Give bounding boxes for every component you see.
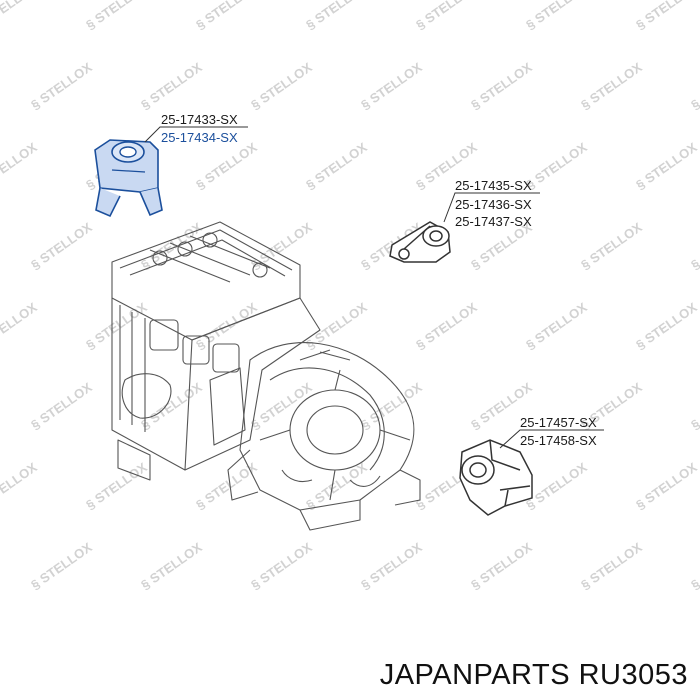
watermark-stamp: § STELLOX [248,379,315,432]
engine-drawing [111,221,421,531]
watermark-stamp: § STELLOX [523,299,590,352]
watermark-stamp: § STELLOX [83,299,150,352]
watermark-stamp: § STELLOX [523,139,590,192]
watermark-stamp: § STELLOX [193,139,260,192]
watermark-stamp: § STELLOX [688,59,700,112]
watermark-layer: § STELLOX § STELLOX § STELLOX § STELLOX § ST… [0,0,700,592]
watermark-stamp: § STELLOX [468,539,535,592]
watermark-stamp: § STELLOX [358,539,425,592]
part-number: 25-17458-SX [520,433,597,448]
watermark-stamp: § STELLOX [83,0,150,32]
watermark-stamp: § STELLOX [303,139,370,192]
watermark-stamp: § STELLOX [138,59,205,112]
watermark-stamp: § STELLOX [138,539,205,592]
part-labels: 25-17433-SX 25-17434-SX 25-17435-SX 25-1… [161,112,597,448]
watermark-stamp: § STELLOX [633,299,700,352]
watermark-stamp: § STELLOX [578,539,645,592]
caption: JAPANPARTS RU3053 [379,659,688,691]
watermark-stamp: § STELLOX [193,0,260,32]
watermark-stamp: § STELLOX [523,459,590,512]
watermark-stamp: § STELLOX [138,379,205,432]
watermark-stamp: § STELLOX [83,459,150,512]
watermark-stamp: § STELLOX [303,299,370,352]
part-number: 25-17435-SX [455,178,532,193]
watermark-stamp: § STELLOX [248,539,315,592]
watermark-stamp: § STELLOX [28,59,95,112]
watermark-stamp: § STELLOX [688,379,700,432]
watermark-stamp: § STELLOX [413,299,480,352]
watermark-stamp: § STELLOX [303,0,370,32]
leader-lines [144,126,604,449]
watermark-stamp: § STELLOX [413,0,480,32]
watermark-stamp: § STELLOX [523,0,590,32]
part-number: 25-17457-SX [520,415,597,430]
watermark-stamp: § STELLOX [468,59,535,112]
watermark-stamp: § STELLOX [0,139,40,192]
watermark-stamp: § STELLOX [0,0,40,32]
watermark-stamp: § STELLOX [633,139,700,192]
part-number: 25-17434-SX [161,130,238,145]
watermark-stamp: § STELLOX [28,219,95,272]
watermark-stamp: § STELLOX [688,539,700,592]
watermark-stamp: § STELLOX [0,299,40,352]
watermark-stamp: § STELLOX [248,59,315,112]
watermark-stamp: § STELLOX [578,219,645,272]
bottom-right-mount[interactable] [459,439,533,516]
watermark-stamp: § STELLOX [578,59,645,112]
watermark-stamp: § STELLOX [688,219,700,272]
watermark-stamp: § STELLOX [28,379,95,432]
watermark-stamp: § STELLOX [28,539,95,592]
top-left-mount[interactable] [94,139,163,218]
watermark-stamp: § STELLOX [0,459,40,512]
watermark-stamp: § STELLOX [633,0,700,32]
part-number: 25-17437-SX [455,214,532,229]
part-number: 25-17436-SX [455,197,532,212]
watermark-stamp: § STELLOX [358,379,425,432]
right-mount[interactable] [389,221,451,263]
part-number: 25-17433-SX [161,112,238,127]
watermark-stamp: § STELLOX [358,59,425,112]
watermark-stamp: § STELLOX [633,459,700,512]
watermark-stamp: § STELLOX [138,219,205,272]
watermark-stamp: § STELLOX [193,459,260,512]
